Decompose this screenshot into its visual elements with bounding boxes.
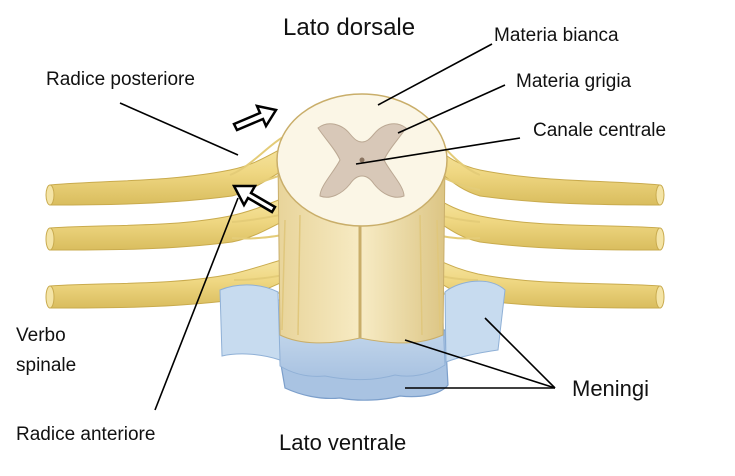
leader-meningi-1 (404, 339, 556, 389)
left-spinal-nerves (45, 127, 306, 309)
leader-radice-posteriore (119, 102, 239, 156)
leader-canale-centrale (355, 137, 521, 165)
label-radice-posteriore: Radice posteriore (46, 69, 195, 90)
spinal-cord (276, 93, 448, 344)
meninges-flap-right (444, 280, 506, 363)
leader-radice-anteriore (154, 197, 239, 411)
arrow-outgoing-icon (232, 104, 279, 132)
leader-materia-bianca (377, 43, 493, 106)
leader-meningi-2 (484, 317, 556, 389)
leader-lines (119, 43, 556, 411)
label-verbo: Verbo (16, 325, 66, 346)
label-lato-dorsale: Lato dorsale (283, 14, 416, 41)
arrow-incoming-icon (231, 184, 277, 214)
central-canal-section (359, 157, 365, 163)
label-materia-bianca: Materia bianca (494, 25, 619, 46)
nerve-right-1 (419, 139, 661, 206)
right-spinal-nerves (419, 127, 665, 309)
leader-materia-grigia (397, 84, 506, 134)
label-materia-grigia: Materia grigia (516, 71, 632, 92)
label-canale-centrale: Canale centrale (533, 120, 667, 141)
label-lato-ventrale: Lato ventrale (279, 430, 407, 455)
label-meningi: Meningi (572, 376, 650, 401)
label-radice-anteriore: Radice anteriore (16, 424, 156, 445)
meninges-flap-left (219, 284, 281, 361)
label-spinale: spinale (16, 355, 77, 376)
